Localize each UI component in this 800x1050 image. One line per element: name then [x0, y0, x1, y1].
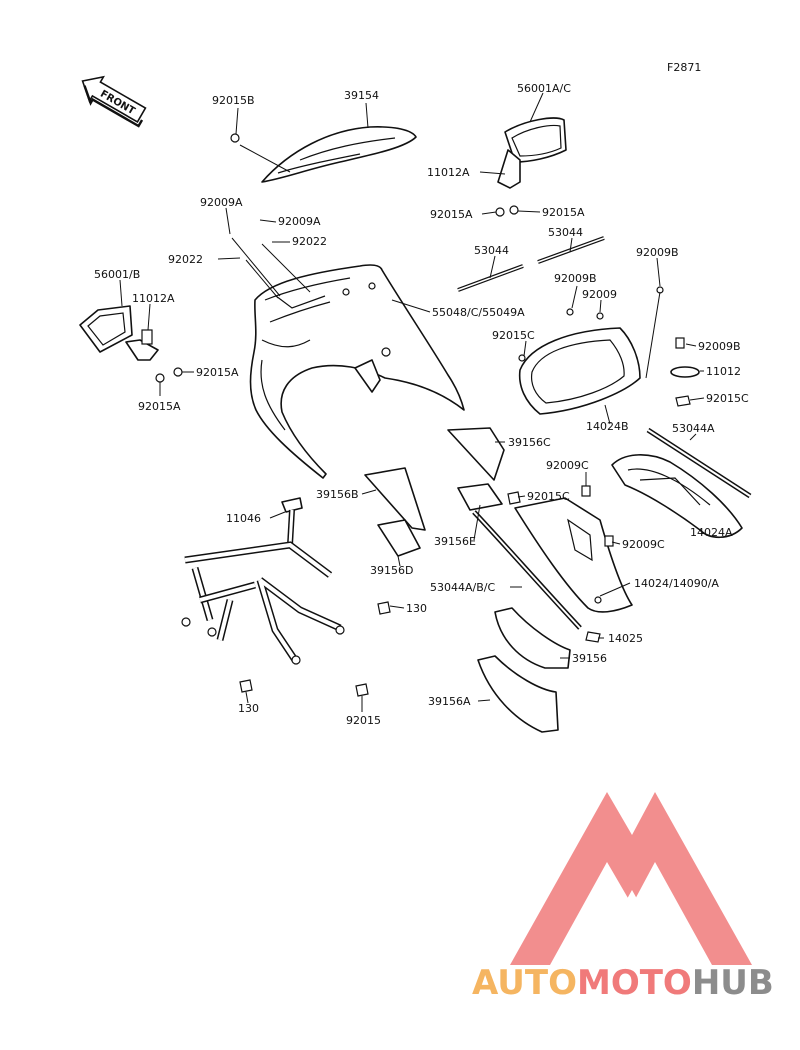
piece-39156 — [494, 607, 571, 669]
piece-39156e — [457, 483, 503, 511]
label-92009: 92009 — [582, 288, 617, 301]
label-11046: 11046 — [226, 512, 261, 525]
label-92009b-3: 92009B — [698, 340, 741, 353]
label-92015a-r1: 92015A — [430, 208, 473, 221]
label-92015c-2: 92015C — [706, 392, 749, 405]
left-mirror-part — [79, 305, 183, 383]
label-92009c-1: 92009C — [546, 459, 589, 472]
watermark-auto: AUTO — [472, 963, 577, 1003]
label-92009c-2: 92009C — [622, 538, 665, 551]
piece-39156a — [477, 655, 559, 733]
bolt-130-parts — [239, 601, 391, 697]
label-130-2: 130 — [238, 702, 259, 715]
bracket-14024a-part — [611, 454, 743, 539]
upper-cowl-part — [249, 264, 465, 479]
label-39156: 39156 — [572, 652, 607, 665]
label-53044a: 53044A — [672, 422, 715, 435]
label-92015a-l2: 92015A — [138, 400, 181, 413]
label-39156a: 39156A — [428, 695, 471, 708]
clip-14025 — [585, 631, 601, 643]
label-39156d: 39156D — [370, 564, 413, 577]
watermark-text: AUTOMOTOHUB — [472, 963, 774, 1003]
label-92015b: 92015B — [212, 94, 255, 107]
label-92009b-1: 92009B — [636, 246, 679, 259]
label-14025: 14025 — [608, 632, 643, 645]
label-56001b: 56001/B — [94, 268, 140, 281]
piece-39156d — [377, 519, 421, 557]
label-55048: 55048/C/55049A — [432, 306, 525, 319]
label-39156e: 39156E — [434, 535, 476, 548]
label-39156c: 39156C — [508, 436, 551, 449]
label-39156b: 39156B — [316, 488, 359, 501]
strip-53044a-part — [646, 427, 752, 499]
small-part-11012 — [670, 337, 700, 407]
label-92022-2: 92022 — [168, 253, 203, 266]
piece-39156b — [364, 467, 426, 531]
watermark-moto: MOTO — [577, 963, 692, 1003]
label-11012: 11012 — [706, 365, 741, 378]
label-14024b: 14024B — [586, 420, 629, 433]
watermark-logo — [510, 792, 752, 965]
label-92009b-2: 92009B — [554, 272, 597, 285]
strip-53044abc — [472, 510, 582, 630]
label-11012a-top: 11012A — [427, 166, 470, 179]
figure-code: F2871 — [667, 61, 701, 74]
label-53044-1: 53044 — [474, 244, 509, 257]
label-92015: 92015 — [346, 714, 381, 727]
label-92015a-l1: 92015A — [196, 366, 239, 379]
label-11012a-left: 11012A — [132, 292, 175, 305]
label-92015c-1: 92015C — [492, 329, 535, 342]
label-53044-2: 53044 — [548, 226, 583, 239]
windshield-part — [230, 126, 417, 183]
label-130-1: 130 — [406, 602, 427, 615]
leader-lines — [119, 92, 705, 712]
label-14024-14090: 14024/14090/A — [634, 577, 719, 590]
label-92022-1: 92022 — [292, 235, 327, 248]
right-mirror-part — [495, 117, 567, 217]
label-92009a-2: 92009A — [278, 215, 321, 228]
inner-panel-14024b-part — [518, 286, 664, 415]
label-92015c-3: 92015C — [527, 490, 570, 503]
label-39154: 39154 — [344, 89, 379, 102]
part-labels: 92015B 39154 56001A/C 11012A 92015A 9201… — [94, 82, 749, 727]
lower-panel-14024 — [507, 485, 633, 613]
watermark-hub: HUB — [692, 963, 774, 1003]
label-53044abc: 53044A/B/C — [430, 581, 495, 594]
piece-39156c — [447, 427, 505, 481]
front-arrow-icon: FRONT — [81, 75, 147, 128]
svg-text:AUTOMOTOHUB: AUTOMOTOHUB — [472, 963, 774, 1003]
label-14024a: 14024A — [690, 526, 733, 539]
label-92015a-r2: 92015A — [542, 206, 585, 219]
label-92009a-1: 92009A — [200, 196, 243, 209]
label-56001ac: 56001A/C — [517, 82, 571, 95]
stay-frame-11046 — [181, 497, 345, 665]
